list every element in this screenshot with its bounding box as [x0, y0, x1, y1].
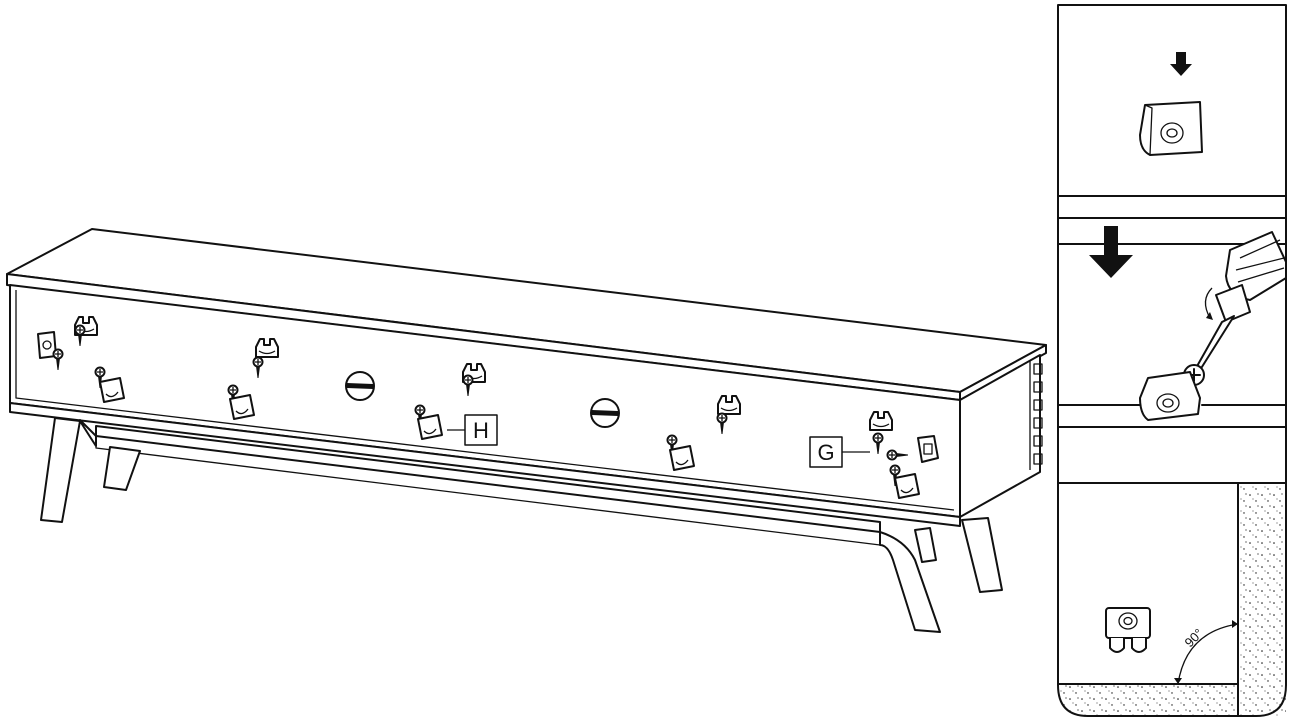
- fixing-block-top-view: [1105, 607, 1151, 653]
- leg-back-right: [961, 517, 1003, 593]
- leg-back-left: [103, 446, 141, 491]
- down-arrow-large-icon: [1089, 226, 1133, 278]
- callout-h-label: H: [473, 418, 489, 443]
- callout-g: G: [809, 436, 870, 468]
- tv-cabinet: H G: [6, 228, 1047, 633]
- detail-step-2: [1057, 226, 1287, 428]
- bottom-rail: [9, 402, 961, 527]
- side-panel: [959, 354, 1041, 518]
- floor-texture: [1058, 684, 1238, 716]
- callout-g-label: G: [817, 440, 834, 465]
- down-arrow-icon: [1170, 52, 1192, 76]
- detail-step-3: 90°: [1057, 482, 1287, 717]
- detail-step-1: [1057, 52, 1287, 219]
- detail-panel: 90°: [1057, 4, 1287, 717]
- fixing-block: [1139, 101, 1203, 156]
- cable-hole-right: [590, 398, 620, 428]
- fixing-block-mounted: [1139, 371, 1201, 421]
- cable-hole-left: [345, 371, 375, 401]
- wall-texture: [1238, 483, 1286, 716]
- fittings: [37, 316, 939, 499]
- side-runners: [1033, 363, 1043, 465]
- leg-front-left: [40, 417, 81, 523]
- leg-front-right: [879, 531, 941, 633]
- callout-h: H: [447, 414, 498, 446]
